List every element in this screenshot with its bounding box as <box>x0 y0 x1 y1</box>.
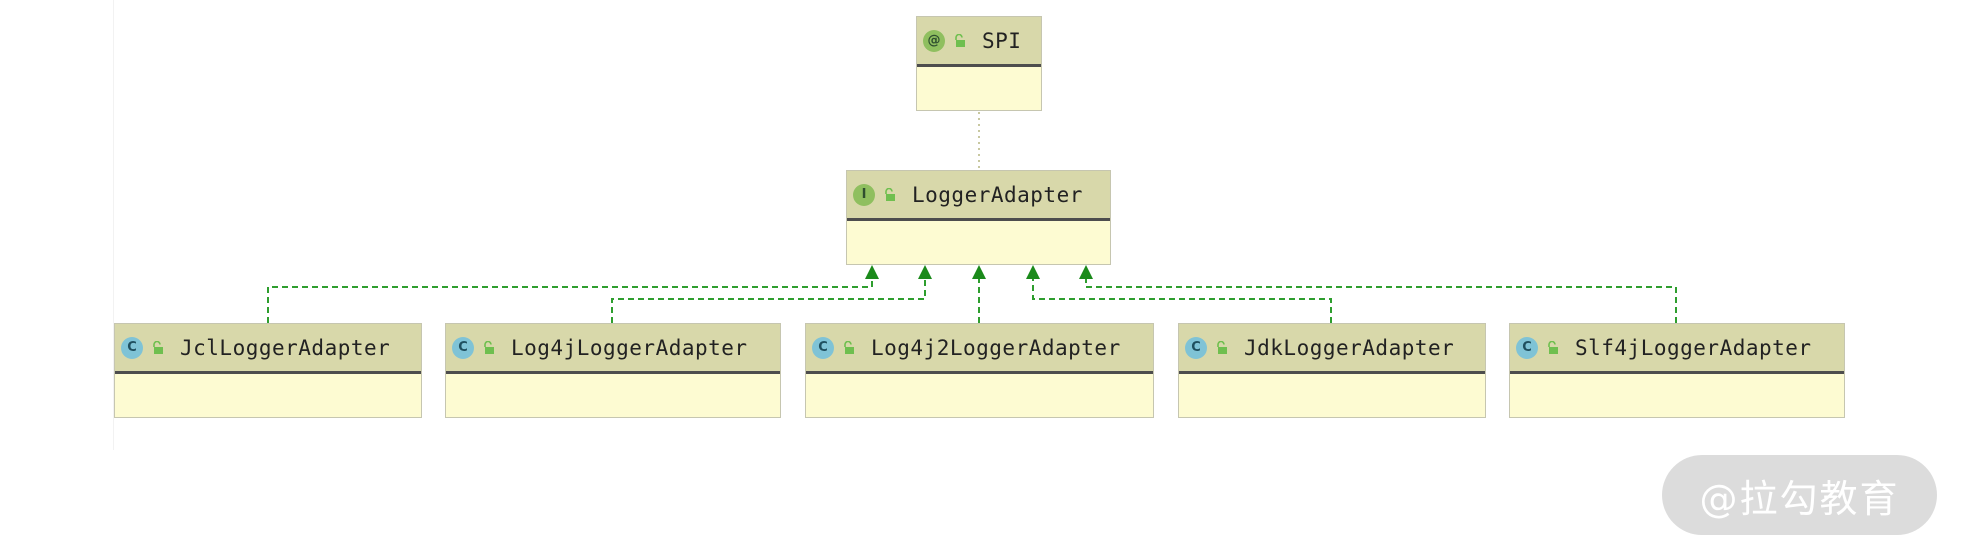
node-spi[interactable]: @ SPI <box>916 16 1042 111</box>
node-header: C Log4j2LoggerAdapter <box>806 324 1153 374</box>
node-log4j-logger-adapter[interactable]: C Log4jLoggerAdapter <box>445 323 781 418</box>
class-icon: C <box>452 336 474 359</box>
canvas-edge <box>113 0 114 450</box>
public-lock-icon <box>953 34 966 47</box>
class-icon: C <box>121 336 143 359</box>
node-slf4j-logger-adapter[interactable]: C Slf4jLoggerAdapter <box>1509 323 1845 418</box>
edge-slf4j <box>1085 275 1677 323</box>
arrowhead-log4j <box>918 265 932 279</box>
public-lock-icon <box>842 341 855 354</box>
interface-icon: I <box>853 183 875 206</box>
edge-jcl <box>267 275 873 323</box>
node-jcl-logger-adapter[interactable]: C JclLoggerAdapter <box>114 323 422 418</box>
annotation-icon: @ <box>923 29 945 52</box>
node-title: JclLoggerAdapter <box>180 335 391 360</box>
node-title: Log4j2LoggerAdapter <box>871 335 1121 360</box>
edge-log4j <box>611 275 926 323</box>
node-header: @ SPI <box>917 17 1041 67</box>
public-lock-icon <box>883 188 896 201</box>
node-header: C JclLoggerAdapter <box>115 324 421 374</box>
node-logger-adapter[interactable]: I LoggerAdapter <box>846 170 1111 265</box>
public-lock-icon <box>482 341 495 354</box>
node-header: C JdkLoggerAdapter <box>1179 324 1485 374</box>
node-log4j2-logger-adapter[interactable]: C Log4j2LoggerAdapter <box>805 323 1154 418</box>
node-header: C Log4jLoggerAdapter <box>446 324 780 374</box>
node-header: C Slf4jLoggerAdapter <box>1510 324 1844 374</box>
public-lock-icon <box>1546 341 1559 354</box>
node-title: SPI <box>982 28 1022 53</box>
node-title: Log4jLoggerAdapter <box>511 335 748 360</box>
public-lock-icon <box>1215 341 1228 354</box>
node-jdk-logger-adapter[interactable]: C JdkLoggerAdapter <box>1178 323 1486 418</box>
node-title: LoggerAdapter <box>912 182 1083 207</box>
arrowhead-slf4j <box>1079 265 1093 279</box>
node-title: JdkLoggerAdapter <box>1244 335 1455 360</box>
edge-jdk <box>1032 275 1332 323</box>
class-icon: C <box>1185 336 1207 359</box>
class-icon: C <box>1516 336 1538 359</box>
arrowhead-log4j2 <box>972 265 986 279</box>
watermark-logo: @拉勾教育 <box>1662 455 1937 535</box>
arrowhead-jdk <box>1026 265 1040 279</box>
class-icon: C <box>812 336 834 359</box>
node-title: Slf4jLoggerAdapter <box>1575 335 1812 360</box>
node-header: I LoggerAdapter <box>847 171 1110 221</box>
public-lock-icon <box>151 341 164 354</box>
arrowhead-jcl <box>865 265 879 279</box>
